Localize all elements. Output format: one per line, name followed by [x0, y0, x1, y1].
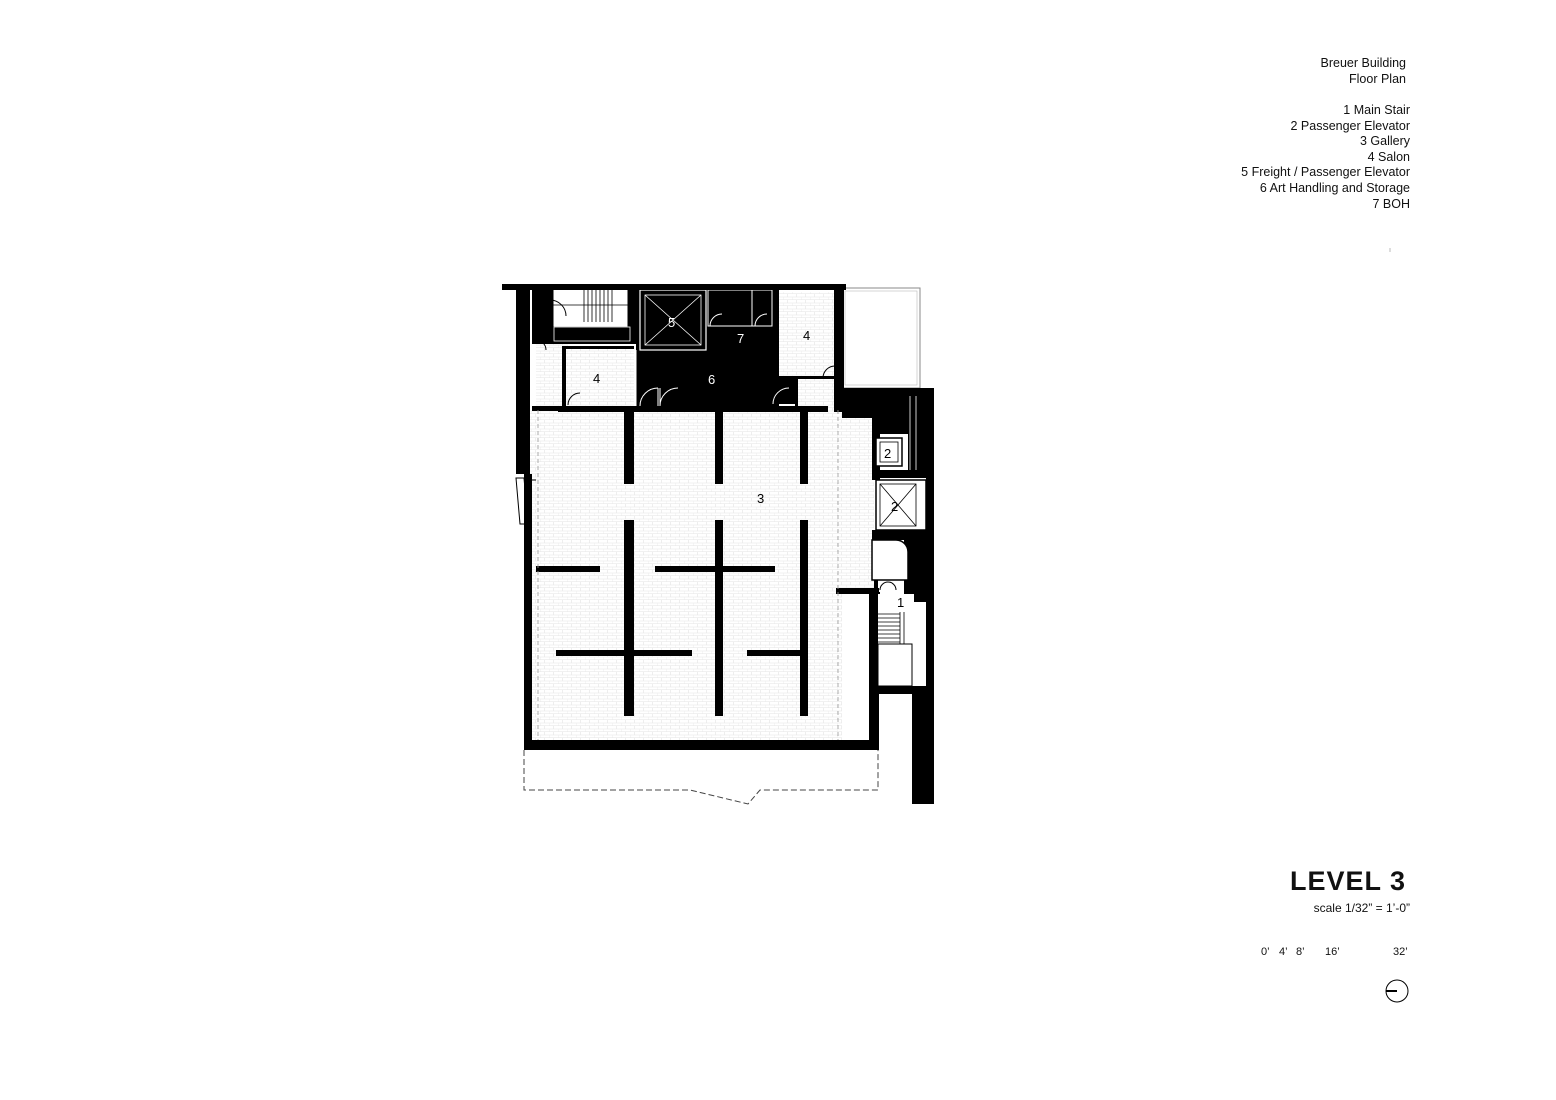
room-label-7: 7: [737, 331, 744, 346]
salon-east-strip: [795, 378, 840, 410]
elevator-car-small: [879, 441, 899, 463]
salon-east-floor: [778, 292, 835, 378]
scale-note: scale 1/32” = 1’-0”: [1313, 901, 1410, 915]
stair-landing-east: [877, 643, 913, 687]
north-arrow-icon: [1385, 979, 1409, 1003]
freight-elevator-car: [644, 294, 702, 346]
level-title: LEVEL 3: [1289, 866, 1406, 896]
gallery-floor: [530, 410, 842, 742]
legend-item: 4 Salon: [1367, 149, 1410, 164]
elevator-car-large: [879, 483, 917, 527]
room-legend: 1 Main Stair 2 Passenger Elevator 3 Gall…: [1241, 103, 1410, 212]
legend-item: 7 BOH: [1372, 196, 1410, 211]
door-swings: [639, 313, 790, 407]
salon-west-floor: [564, 348, 634, 406]
corridor-floor: [836, 410, 874, 590]
stair-treads: [553, 289, 628, 322]
room-label-4: 4: [593, 371, 600, 386]
east-door-swings: [845, 405, 897, 591]
scalebar-tick-32: 32’: [1393, 946, 1408, 958]
scalebar-tick-8: 8’: [1296, 946, 1305, 958]
stair-landing: [553, 326, 631, 342]
scalebar-tick-4: 4’: [1279, 946, 1288, 958]
elevator-cross: [879, 483, 917, 527]
legend-item: 6 Art Handling and Storage: [1259, 180, 1410, 195]
west-window: [515, 477, 529, 525]
exterior-walls: [502, 284, 879, 750]
building-name: Breuer Building: [1320, 56, 1406, 70]
scalebar-tick-0: 0’: [1261, 946, 1270, 958]
room-label-2: 2: [884, 446, 891, 461]
main-stair-treads: [878, 612, 905, 644]
room-label-6: 6: [708, 372, 715, 387]
legend-item: 2 Passenger Elevator: [1290, 118, 1410, 133]
legend-item: 5 Freight / Passenger Elevator: [1241, 165, 1410, 180]
core-block: [779, 378, 795, 404]
scalebar-tick-16: 16’: [1325, 946, 1340, 958]
elevator-cross: [644, 294, 702, 346]
drawing-type: Floor Plan: [1349, 71, 1406, 86]
passenger-elevator-large: [875, 479, 927, 531]
legend-item: 3 Gallery: [1359, 134, 1410, 149]
canopy-outline: [523, 750, 879, 805]
room-label-1: 1: [897, 595, 904, 610]
room-label-5: 5: [668, 315, 675, 330]
gallery-partitions: [536, 410, 808, 716]
lobby-niche: [871, 539, 909, 581]
room-label-3: 3: [757, 491, 764, 506]
north-stair: [552, 288, 629, 328]
title-block: Breuer Building Floor Plan: [1321, 56, 1406, 87]
terrace-inner-outline: [844, 290, 918, 386]
room-label-2: 2: [891, 499, 898, 514]
terrace-outline: [841, 287, 921, 389]
legend-item: 1 Main Stair: [1343, 103, 1410, 117]
room-label-4: 4: [803, 328, 810, 343]
